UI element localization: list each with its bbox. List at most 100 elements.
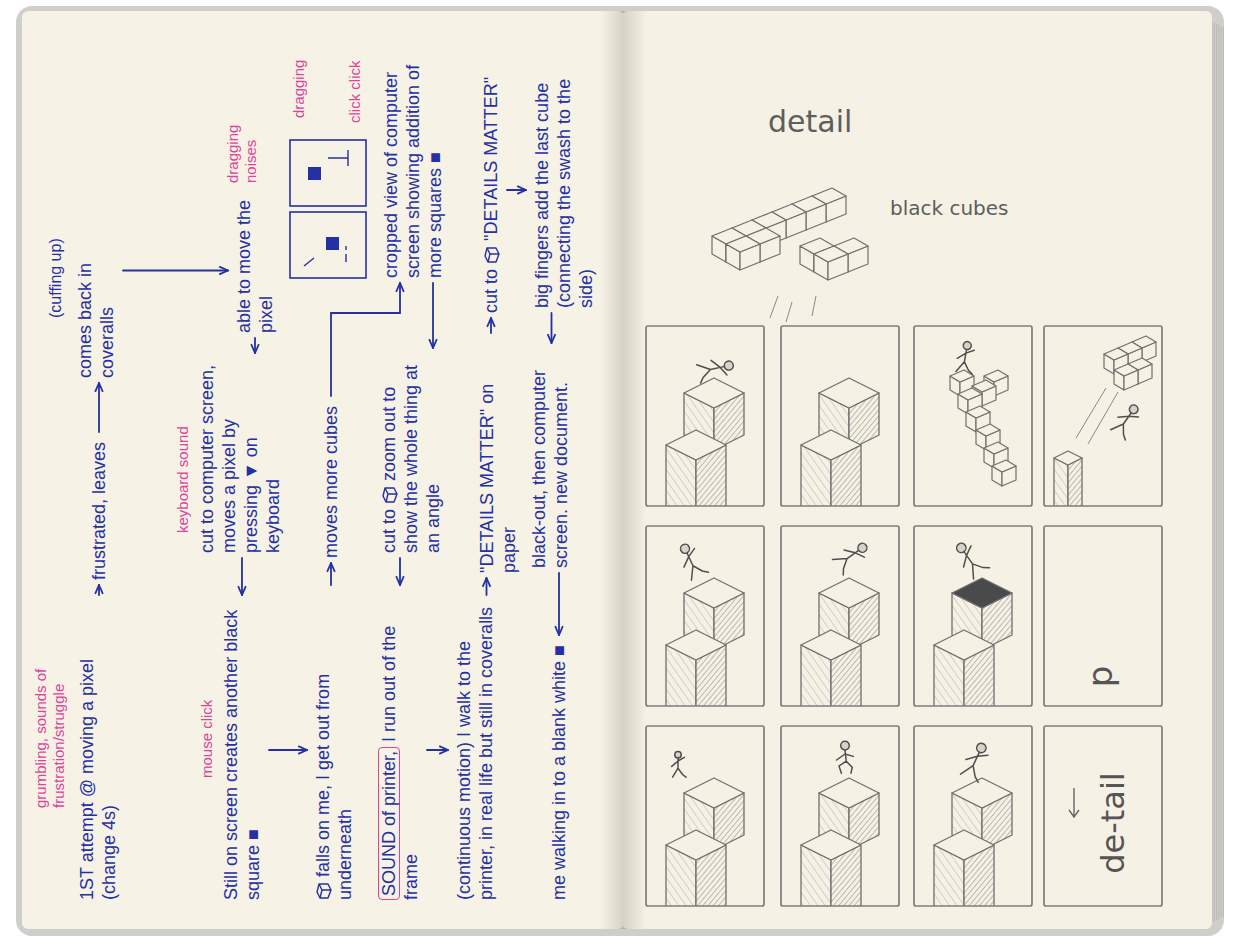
step-text: moves more cubes [321, 406, 341, 558]
pencil-stroke [622, 11, 1212, 929]
flow-step: cropped view of computer screen showing … [380, 48, 446, 278]
storyboard-panel [934, 537, 1012, 706]
pencil-stroke [1223, 27, 1224, 917]
pencil-stroke [1110, 407, 1141, 440]
pencil-stroke [666, 630, 726, 660]
pencil-stroke [770, 296, 816, 322]
pencil-stroke [955, 541, 968, 554]
pencil-stroke [955, 347, 977, 374]
pencil-stroke [317, 884, 331, 898]
pencil-stroke [672, 751, 686, 777]
pencil-stroke [696, 356, 735, 383]
pencil-stroke [934, 830, 994, 860]
pencil-stroke [1054, 451, 1082, 465]
flow-arrow [330, 563, 332, 585]
storyboard-panel [950, 340, 1016, 486]
pencil-stroke [1128, 403, 1140, 415]
pencil-stroke [934, 630, 994, 660]
flow-step: big fingers add the last cube (connectin… [531, 68, 597, 308]
panel-frame [646, 326, 764, 506]
step-text: cut to [481, 269, 501, 313]
storyboard-panel [801, 741, 879, 906]
flow-step: falls on me, I get out from underneath [312, 590, 356, 900]
panel-frame [646, 726, 764, 906]
pencil-stroke [841, 741, 850, 750]
panel-frame [914, 526, 1032, 706]
flow-arrow [507, 189, 526, 191]
panel-frame [781, 326, 899, 506]
pencil-stroke [308, 167, 321, 180]
panel-frame [914, 726, 1032, 906]
flow-arrow [399, 558, 401, 585]
flow-step: moves more cubes [320, 401, 342, 558]
pencil-stroke [684, 378, 744, 408]
pencil-stroke [959, 740, 994, 782]
step-text: big fingers add the last cube (connectin… [532, 79, 596, 308]
panel-frame [914, 326, 1032, 506]
pencil-stroke [679, 543, 691, 555]
cube-sketch [712, 188, 868, 322]
pencil-stroke [1068, 458, 1082, 506]
panel-frame [781, 726, 899, 906]
pencil-stroke [22, 11, 624, 929]
panel-frame [781, 526, 899, 706]
pencil-stroke [819, 778, 879, 808]
storyboard-panel [801, 538, 879, 706]
pencil-stroke [675, 540, 708, 581]
pencil-stroke [814, 246, 848, 262]
step-text: frustrated, leaves [89, 442, 109, 580]
storyboard-panel [801, 378, 879, 506]
pencil-stroke [837, 741, 854, 773]
flow-arrow [241, 558, 243, 595]
storyboard-panel [666, 751, 744, 906]
flow-step: (continuous motion) I walk to the printe… [453, 600, 497, 900]
flow-step: cut to "DETAILS MATTER" [480, 72, 502, 313]
pencil-stroke [975, 742, 987, 754]
flow-arrow [558, 573, 560, 635]
cube-icon [380, 486, 398, 504]
flow-arrow [98, 585, 100, 595]
pencil-stroke [952, 778, 1012, 808]
storyboard-panel [666, 356, 744, 506]
pencil-stroke [837, 750, 854, 773]
step-text: cut to [379, 509, 399, 553]
storyboard-panel [934, 740, 1012, 906]
pencil-stroke [679, 547, 709, 580]
sketch-note: black cubes [890, 196, 1009, 220]
flow-step: "DETAILS MATTER" on paper [476, 338, 520, 573]
pencil-stroke [1216, 24, 1217, 920]
flow-step: me walking in to a blank white ■ [548, 640, 570, 900]
pencil-stroke [684, 778, 744, 808]
pencil-stroke [675, 751, 681, 757]
pencil-stroke [600, 11, 646, 929]
pencil-stroke [1104, 348, 1128, 360]
pencil-stroke [984, 442, 1008, 454]
panel-frame [646, 526, 764, 706]
step-text: black-out, then computer screen. new doc… [529, 370, 571, 568]
pencil-stroke [666, 430, 726, 460]
pencil-stroke [963, 341, 972, 350]
cube-icon [482, 246, 500, 264]
pencil-stroke [326, 237, 339, 250]
pencil-stroke [819, 578, 879, 608]
pencil-stroke [832, 538, 873, 575]
step-text: "DETAILS MATTER" [481, 77, 501, 241]
pencil-stroke [1069, 788, 1079, 817]
sound-note: grumbling, sounds of frustration/struggl… [32, 598, 68, 808]
step-text: "DETAILS MATTER" on paper [477, 384, 519, 573]
pencil-stroke [952, 578, 1012, 608]
flow-arrow [551, 313, 553, 343]
flow-arrow [98, 383, 100, 432]
step-text: SOUND of printer, [378, 747, 400, 900]
pencil-stroke [976, 424, 1000, 436]
pencil-stroke [696, 358, 727, 383]
sound-note: dragging [290, 60, 308, 118]
pencil-stroke [955, 340, 978, 374]
flow-step: black-out, then computer screen. new doc… [528, 348, 572, 568]
pencil-stroke [856, 542, 869, 555]
flow-step: cut to computer screen, moves a pixel by… [196, 358, 284, 553]
panel-frame [1044, 726, 1162, 906]
pencil-stroke [304, 246, 346, 266]
flow-step: able to move the pixel [233, 193, 277, 333]
